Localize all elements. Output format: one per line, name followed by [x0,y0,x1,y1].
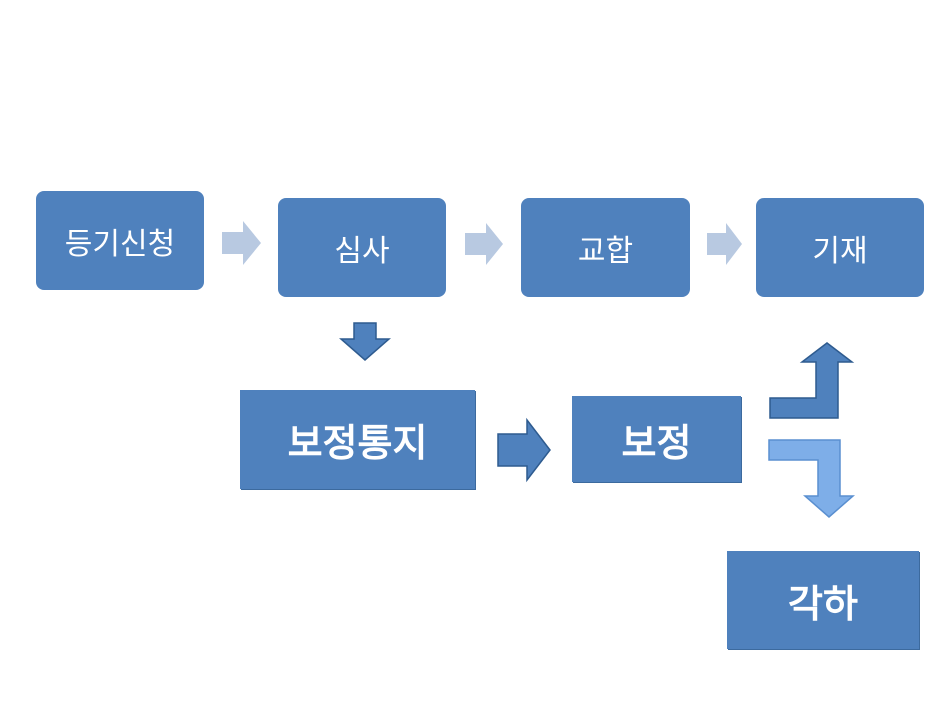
correction-notice-box: 보정통지 [240,390,475,489]
step-application-box: 등기신청 [36,191,204,290]
step-application-label: 등기신청 [64,226,176,262]
arrow-correction-to-dismissal-icon [768,439,855,518]
correction-label: 보정 [621,420,692,465]
step-examination-label: 심사 [334,233,390,269]
arrow-collation-to-entry-icon [707,223,742,265]
correction-notice-label: 보정통지 [287,421,428,465]
arrow-application-to-examination-icon [222,221,261,265]
dismissal-label: 각하 [788,581,858,626]
step-examination-box: 심사 [278,198,446,297]
step-entry-box: 기재 [756,198,924,297]
arrow-examination-to-collation-icon [465,223,503,265]
arrow-correction-to-entry-icon [769,342,855,419]
arrow-examination-to-notice-icon [339,322,391,361]
step-collation-label: 교합 [577,233,634,269]
step-collation-box: 교합 [521,198,690,297]
dismissal-box: 각하 [727,551,919,649]
arrow-notice-to-correction-icon [497,417,551,483]
step-entry-label: 기재 [812,233,868,269]
correction-box: 보정 [572,396,741,482]
